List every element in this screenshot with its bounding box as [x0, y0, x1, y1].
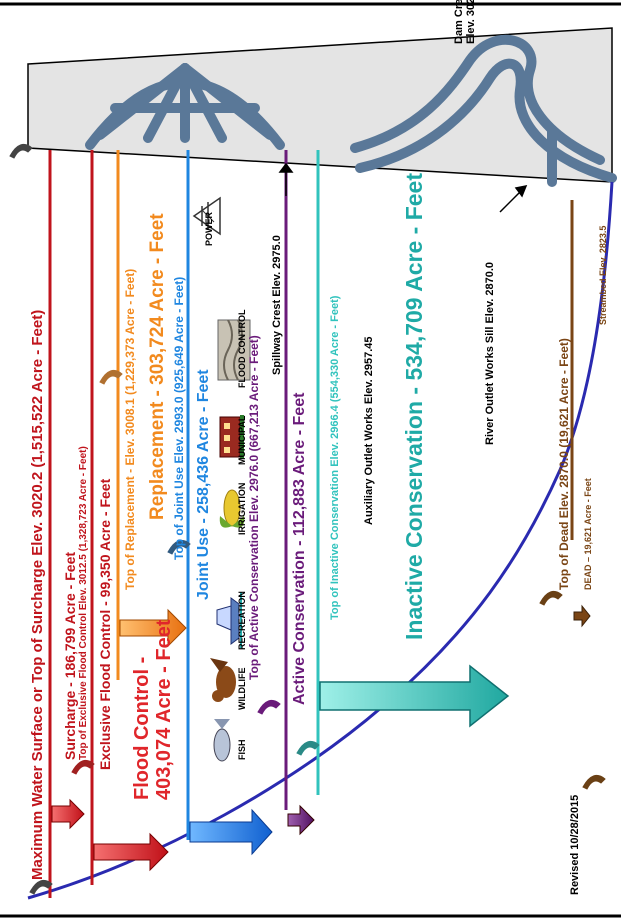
top-excl-flood-label: Top of Exclusive Flood Control Elev. 301… — [78, 446, 89, 760]
top-replacement-label: Top of Replacement - Elev. 3008.1 (1,229… — [123, 269, 137, 590]
active-arrow-icon — [287, 804, 315, 836]
river-outlet-label: River Outlet Works Sill Elev. 2870.0 — [484, 262, 496, 445]
spillway-label: Spillway Crest Elev. 2975.0 — [271, 235, 283, 375]
dead-marker-icon — [539, 590, 563, 606]
top-joint-use-label: Top of Joint Use Elev. 2993.0 (925,649 A… — [172, 277, 186, 560]
irrigation-label: IRRIGATION — [237, 483, 247, 535]
wildlife-icon — [210, 658, 236, 702]
active-label: Active Conservation - 112,883 Acre - Fee… — [291, 392, 308, 705]
excl-flood-marker-icon — [71, 759, 95, 775]
streambed-label: Streambed Elev. 2823.5 — [598, 226, 608, 325]
joint-use-marker-icon — [167, 539, 191, 555]
replacement-marker-icon — [99, 369, 123, 385]
level-markers — [9, 143, 606, 895]
joint-use-arrow-icon — [189, 808, 273, 856]
surcharge-arrow-icon — [51, 798, 85, 830]
dam-crest-line1: Dam Crest — [453, 0, 465, 44]
flood-control-arrow-icon — [93, 832, 169, 872]
dead-arrow-icon — [573, 604, 591, 628]
use-icons — [192, 196, 251, 762]
fish-label: FISH — [237, 739, 247, 760]
recreation-icon — [216, 592, 242, 648]
streambed-marker-icon — [582, 774, 606, 790]
replacement-label: Replacement - 303,724 Acre - Feet — [147, 213, 168, 520]
fish-icon — [213, 719, 231, 762]
crest-marker-icon — [9, 143, 33, 159]
irrigation-icon — [219, 489, 245, 528]
recreation-label: RECREATION — [237, 591, 247, 650]
power-icon — [192, 196, 221, 236]
municipal-icon — [219, 415, 244, 459]
pointer-arrows — [278, 162, 528, 213]
aux-outlet-label: Auxiliary Outlet Works Elev. 2957.45 — [363, 336, 375, 525]
reservoir-bottom-curve — [27, 181, 614, 900]
top-dead-label: Top of Dead Elev. 2870.0 (19,621 Acre - … — [557, 338, 571, 590]
flood-control-use-label: FLOOD CONTROL — [237, 309, 247, 388]
municipal-label: MUNICIPAL — [237, 415, 247, 465]
wildlife-label: WILDLIFE — [237, 668, 247, 711]
max-surface-label: Maximum Water Surface or Top of Surcharg… — [29, 310, 46, 880]
dam-arch-structure — [85, 34, 617, 187]
inactive-marker-icon — [296, 740, 320, 756]
dam-crest-label: Dam Crest — [453, 0, 465, 44]
dead-label: DEAD – 19,621 Acre - Feet — [583, 478, 593, 590]
joint-use-label: Joint Use - 258,436 Acre - Feet — [195, 369, 212, 600]
excl-flood-label: Exclusive Flood Control - 99,350 Acre - … — [97, 478, 113, 770]
revised-date-label: Revised 10/28/2015 — [569, 795, 581, 895]
replacement-arrow-icon — [119, 608, 187, 648]
top-inactive-label: Top of Inactive Conservation Elev. 2966.… — [329, 295, 341, 620]
power-label: POWER — [204, 211, 214, 246]
inactive-arrow-icon — [319, 664, 510, 728]
flood-control-label-2: 403,074 Acre - Feet — [153, 619, 175, 800]
flood-control-icon — [217, 319, 251, 381]
dam-crest-elev: Elev. 3026.0 — [465, 0, 477, 44]
active-marker-icon — [257, 699, 281, 715]
surcharge-label: Surcharge - 186,799 Acre - Feet — [62, 552, 78, 760]
inactive-label: Inactive Conservation - 534,709 Acre - F… — [401, 173, 427, 640]
max-surface-marker-icon — [29, 879, 53, 895]
top-active-label: Top of Active Conservation Elev. 2976.0 … — [247, 335, 261, 680]
flood-control-label-1: Flood Control - — [131, 657, 153, 800]
